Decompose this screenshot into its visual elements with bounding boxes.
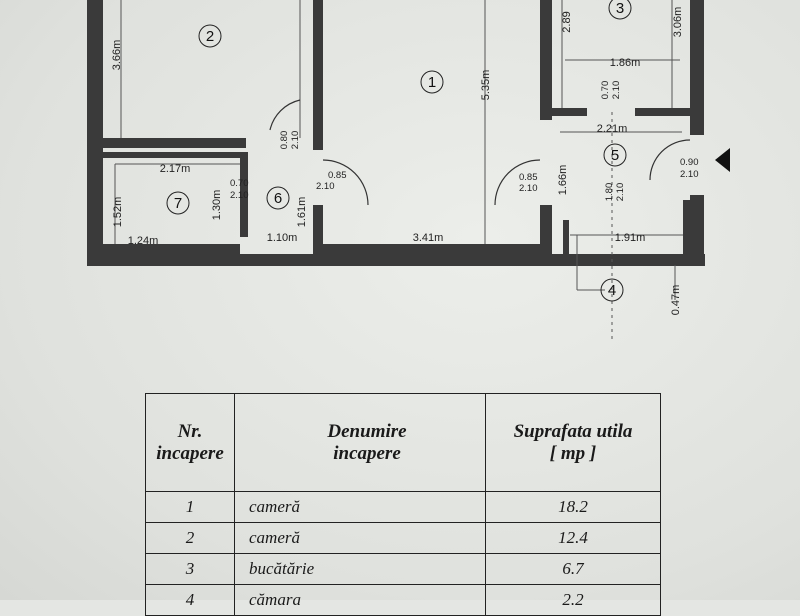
dimension-labels: 3.66m 5.35m 2.89 3.06m 1.86m 2.21m 1.66m… (111, 7, 684, 316)
door-3-height: 2.10 (230, 190, 249, 201)
room-number-6: 6 (274, 190, 282, 207)
floor-plan-drawing: 2 1 3 5 7 6 4 3.66m 5.35m 2.89 3.06m 1.8… (87, 0, 730, 340)
door-6-width: 1.80 (604, 183, 615, 202)
dim-3-06: 3.06m (672, 7, 684, 38)
table-row: 2 cameră 12.4 (145, 522, 661, 554)
door-2-height: 2.10 (316, 181, 335, 192)
room-number-5: 5 (611, 147, 619, 164)
dim-1-52: 1.52m (112, 197, 124, 228)
door-1-height: 2.10 (290, 131, 301, 150)
room-number-4: 4 (608, 282, 616, 299)
dim-2-89: 2.89 (561, 11, 573, 32)
door-labels: 0.80 2.10 0.85 2.10 0.70 2.10 0.85 2.10 … (230, 81, 699, 202)
room-number-3: 3 (616, 0, 624, 17)
room-number-labels: 2 1 3 5 7 6 4 (166, 0, 632, 302)
entrance-arrow-icon (715, 148, 730, 172)
dim-3-41: 3.41m (413, 232, 444, 244)
door-1-width: 0.80 (279, 131, 290, 150)
dim-3-66: 3.66m (111, 40, 123, 71)
door-4-height: 2.10 (519, 183, 538, 194)
door-4-width: 0.85 (519, 172, 538, 183)
dim-1-91: 1.91m (615, 232, 646, 244)
dim-0-47: 0.47m (670, 285, 682, 316)
dim-1-61: 1.61m (296, 197, 308, 228)
door-6-height: 2.10 (615, 183, 626, 202)
room-number-7: 7 (174, 195, 182, 212)
door-5-height: 2.10 (611, 81, 622, 100)
dim-2-17: 2.17m (160, 163, 191, 175)
table-row: 1 cameră 18.2 (145, 491, 661, 523)
door-2-width: 0.85 (328, 170, 347, 181)
dim-1-86: 1.86m (610, 57, 641, 69)
header-usable-area: Suprafata utila[ mp ] (485, 393, 661, 492)
dim-1-30: 1.30m (211, 190, 223, 221)
door-7-height: 2.10 (680, 169, 699, 180)
door-7-width: 0.90 (680, 157, 699, 168)
walls (87, 0, 705, 266)
door-5-width: 0.70 (600, 81, 611, 100)
door-swings (269, 99, 691, 206)
dim-1-66: 1.66m (557, 165, 569, 196)
room-number-1: 1 (428, 74, 436, 91)
door-3-width: 0.70 (230, 178, 249, 189)
dim-5-35: 5.35m (480, 70, 492, 101)
dim-1-10: 1.10m (267, 232, 298, 244)
room-number-2: 2 (206, 28, 214, 45)
dim-1-24: 1.24m (128, 235, 159, 247)
dim-2-21: 2.21m (597, 123, 628, 135)
table-row: 4 cămara 2.2 (145, 584, 661, 616)
header-room-number: Nr.incapere (145, 393, 235, 492)
table-row: 3 bucătărie 6.7 (145, 553, 661, 585)
